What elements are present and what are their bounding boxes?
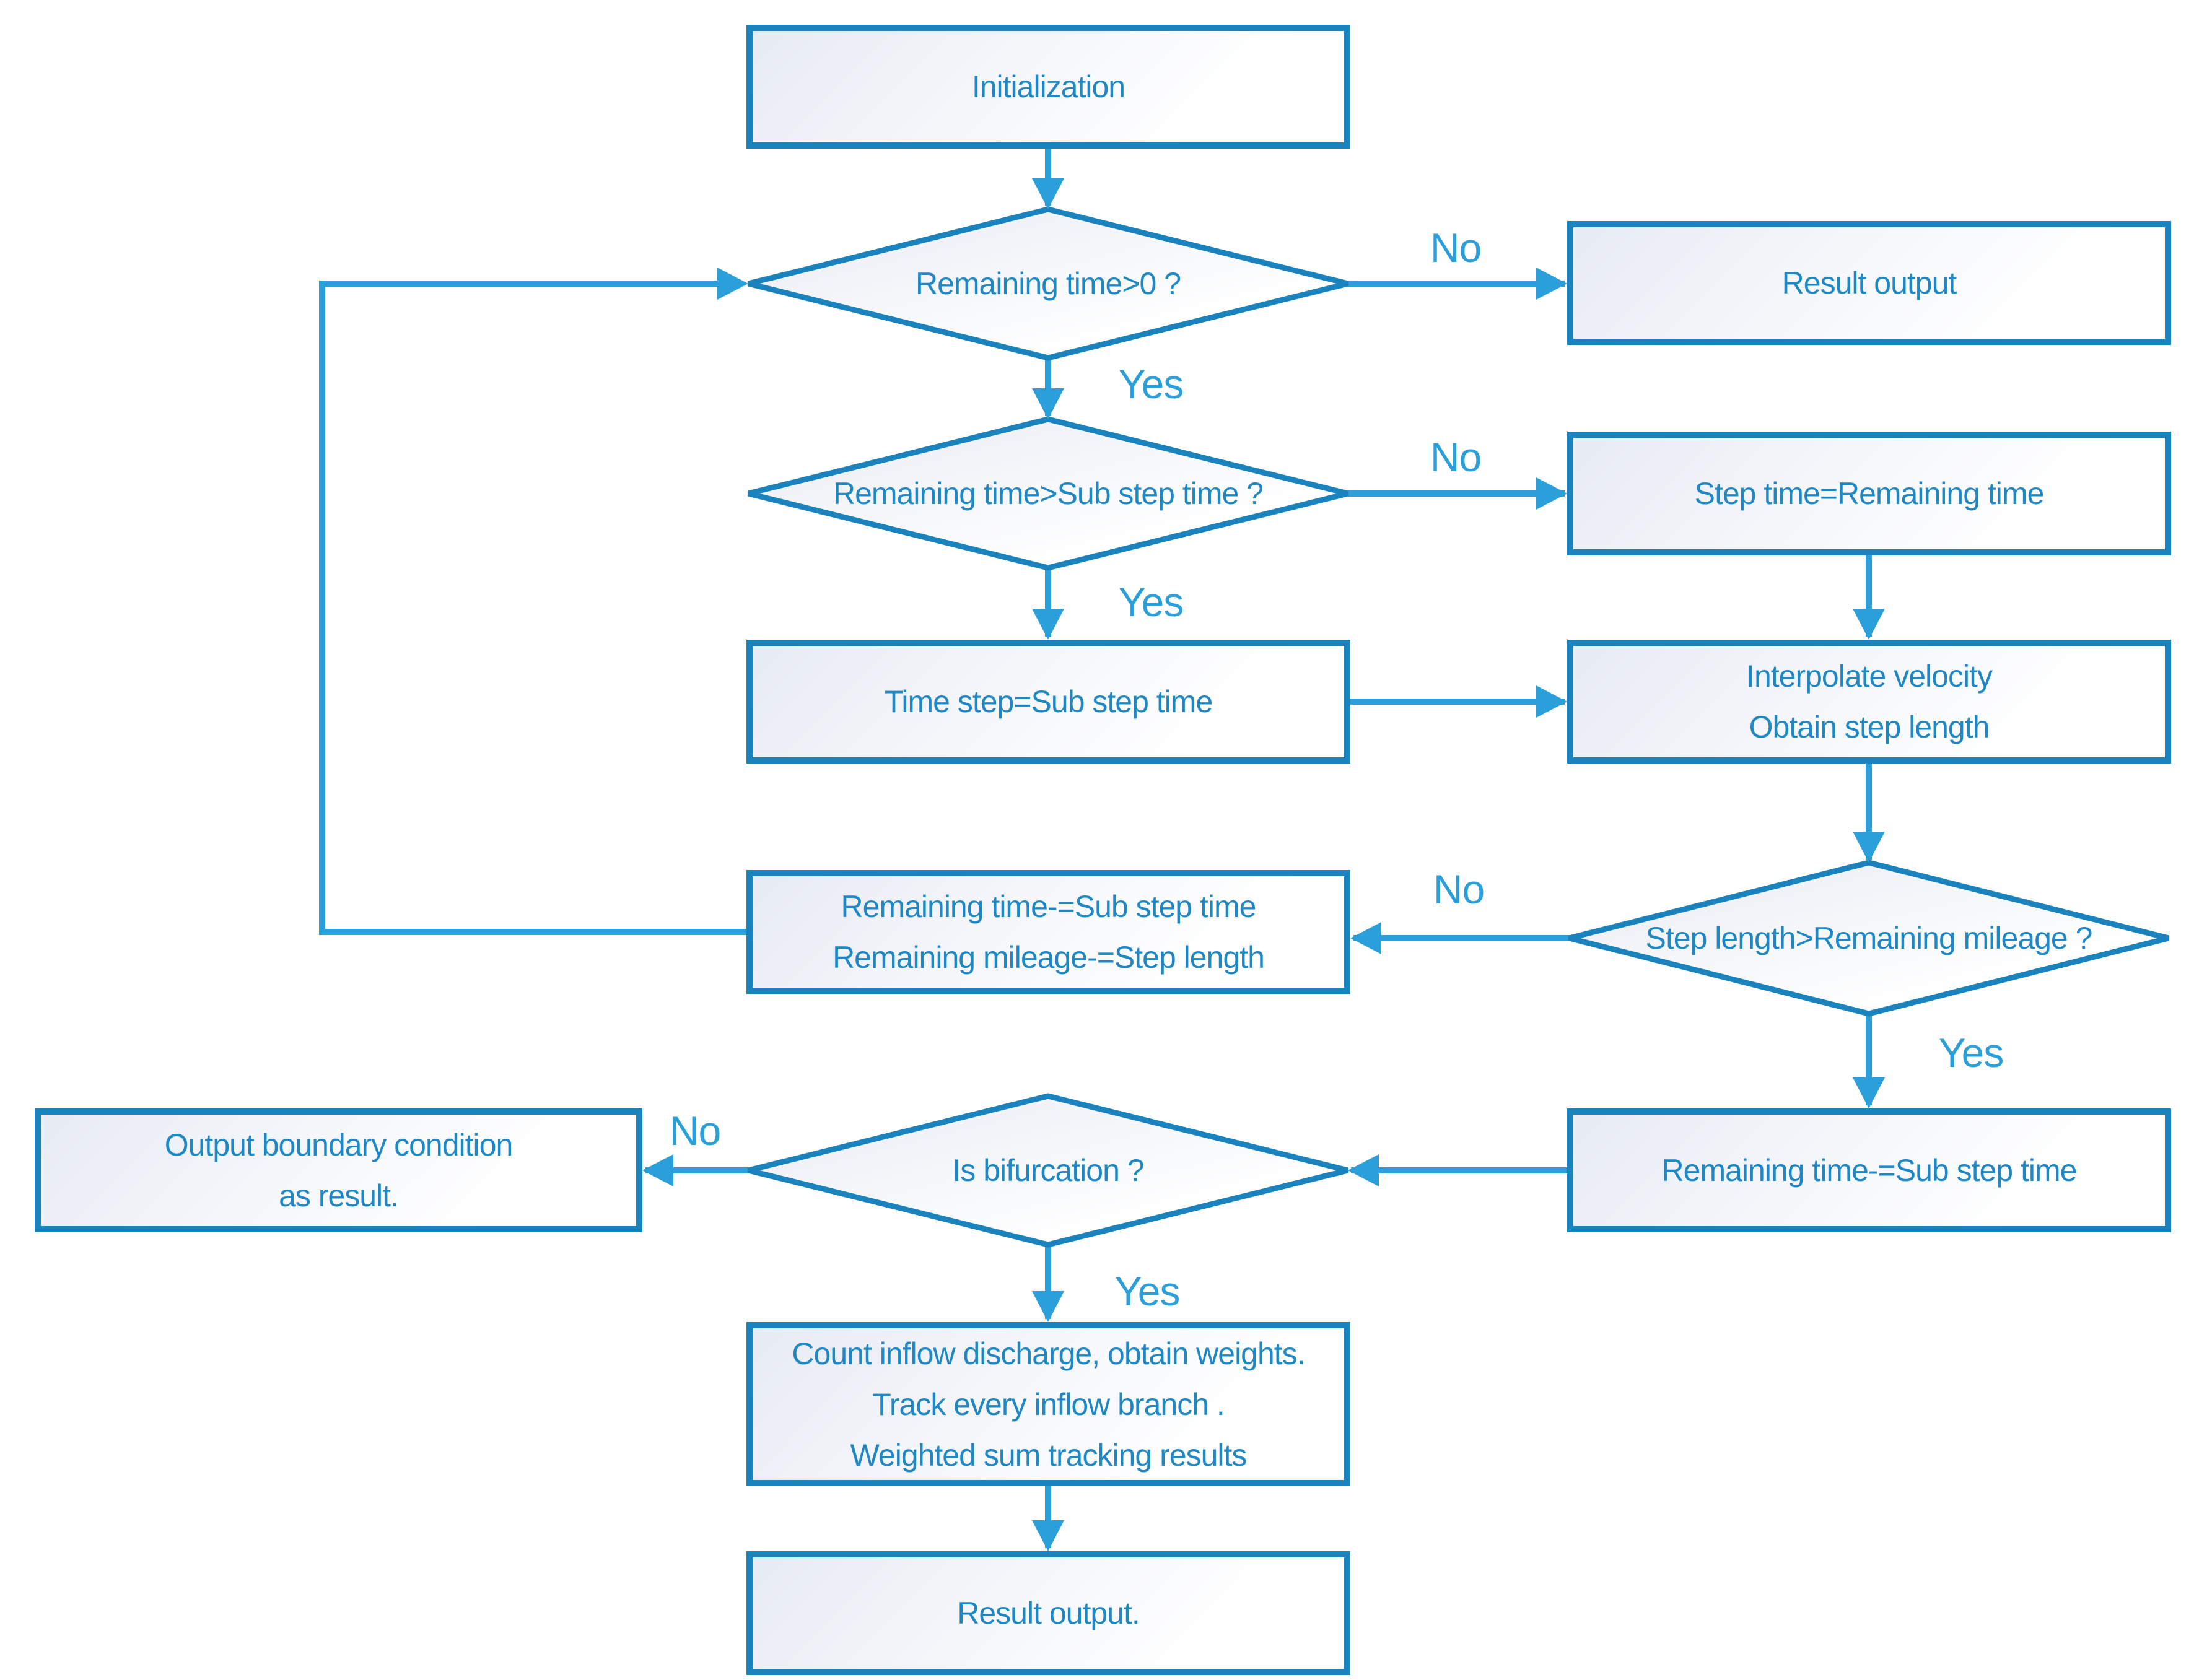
decision-diamond-remaining-mileage	[1568, 860, 2170, 1017]
arrowhead-into-timestep	[1032, 609, 1064, 640]
node-text-line: Count inflow discharge, obtain weights.	[792, 1336, 1305, 1371]
edge-label-d2-no: No	[1430, 434, 1482, 480]
process-box-time-step-equals-sub-step: Time step=Sub step time	[746, 640, 1350, 764]
edge-label-d4-yes: Yes	[1114, 1268, 1181, 1314]
node-text-line: Obtain step length	[1749, 710, 1990, 744]
arrowhead-into-update-right	[1350, 922, 1381, 954]
process-box-result-output-top: Result output	[1567, 221, 2171, 345]
connector-loop-back-to-d1	[319, 281, 746, 935]
node-text: Step time=Remaining time	[1694, 476, 2045, 511]
process-box-initialization: Initialization	[746, 25, 1350, 149]
node-text-line: Remaining time-=Sub step time	[841, 889, 1257, 924]
node-text-line: Track every inflow branch .	[872, 1386, 1225, 1422]
arrowhead-into-result-bottom	[1032, 1520, 1064, 1551]
arrowhead-into-d2-top	[1032, 388, 1064, 419]
edge-label-d1-yes: Yes	[1118, 361, 1184, 407]
arrowhead-into-d4-right	[1348, 1154, 1379, 1186]
node-text-line: Weighted sum tracking results	[850, 1437, 1248, 1473]
arrowhead-into-d3-top	[1853, 832, 1885, 863]
process-box-remaining-update: Remaining time-=Sub step time Remaining …	[746, 870, 1350, 994]
process-box-count-inflow-discharge: Count inflow discharge, obtain weights. …	[746, 1322, 1350, 1486]
edge-label-d3-no: No	[1433, 866, 1485, 912]
decision-label-sub-step-time: Remaining time>Sub step time ?	[833, 476, 1264, 511]
decision-label-is-bifurcation: Is bifurcation ?	[952, 1153, 1144, 1188]
node-text-line: Output boundary condition	[164, 1128, 514, 1162]
node-text: Result output.	[957, 1596, 1140, 1630]
edge-label-d2-yes: Yes	[1118, 579, 1184, 625]
arrowhead-into-interpolate-left	[1536, 685, 1567, 718]
decision-label-remaining-time: Remaining time>0 ?	[915, 266, 1181, 301]
arrowhead-into-count-top	[1032, 1291, 1064, 1322]
process-box-result-output-bottom: Result output.	[746, 1551, 1350, 1675]
node-text-line: Remaining mileage-=Step length	[833, 940, 1265, 975]
arrowhead-into-remainingsub-top	[1853, 1077, 1885, 1108]
node-text: Result output	[1781, 266, 1957, 300]
edge-label-d1-no: No	[1430, 225, 1482, 271]
node-text-line: Interpolate velocity	[1746, 659, 1993, 694]
arrowhead-into-interpolate-top	[1853, 609, 1885, 640]
edge-label-d3-yes: Yes	[1938, 1030, 2004, 1076]
decision-diamond-sub-step-time	[747, 416, 1349, 571]
arrowhead-into-steptime	[1536, 477, 1567, 510]
node-text: Time step=Sub step time	[884, 684, 1213, 719]
arrowhead-loop-into-d1-left	[717, 268, 748, 300]
arrowhead-into-boundary-right	[642, 1154, 673, 1186]
process-box-remaining-time-minus-sub-step: Remaining time-=Sub step time	[1567, 1108, 2171, 1232]
arrowhead-into-d1-top	[1032, 178, 1064, 209]
edge-label-d4-no: No	[669, 1108, 721, 1154]
node-text: Remaining time-=Sub step time	[1661, 1153, 2078, 1188]
process-box-output-boundary-condition: Output boundary condition as result.	[35, 1108, 642, 1232]
decision-diamond-remaining-time	[747, 206, 1349, 361]
arrowhead-into-result-top	[1536, 268, 1567, 300]
node-text: Initialization	[971, 69, 1125, 104]
node-text-line: as result.	[279, 1178, 399, 1213]
process-box-interpolate-velocity: Interpolate velocity Obtain step length	[1567, 640, 2171, 764]
process-box-step-time-equals-remaining: Step time=Remaining time	[1567, 432, 2171, 555]
decision-label-remaining-mileage: Step length>Remaining mileage ?	[1645, 921, 2093, 955]
